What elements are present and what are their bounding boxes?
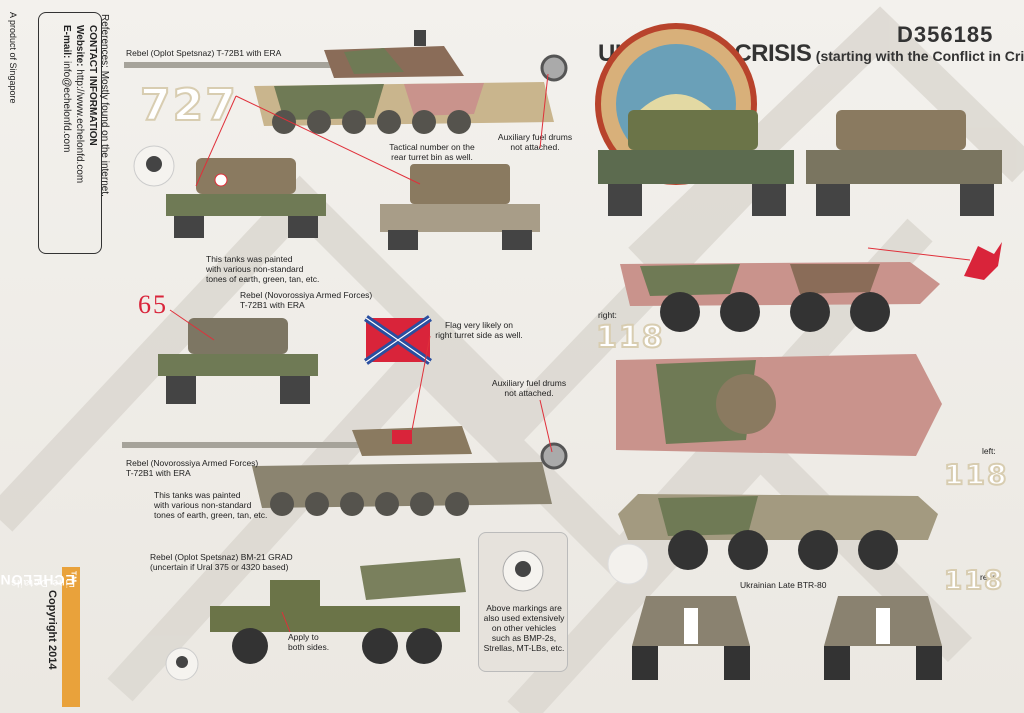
number-118-a: 118 <box>595 319 665 356</box>
t72-novo-side <box>122 426 568 516</box>
btr80-top <box>616 354 942 456</box>
griffin-emblem <box>964 242 1002 280</box>
contact-box: CONTACT INFORMATION Website: http://www.… <box>38 12 102 254</box>
t72-front-green <box>598 110 794 216</box>
skull-emblem <box>133 145 175 187</box>
skull-emblem-3 <box>502 550 544 592</box>
btr-name: Ukrainian Late BTR-80 <box>740 580 827 590</box>
t72-oplot-side <box>124 30 568 134</box>
btr80-right-side <box>620 262 940 332</box>
t72-oplot-rear <box>380 164 540 250</box>
novorossiya-flag <box>364 315 432 365</box>
label-t72-novo-side: Rebel (Novorossiya Armed Forces)T-72B1 w… <box>126 458 259 478</box>
label-rear: rear: <box>980 572 998 582</box>
number-118-b: 118 <box>943 457 1009 492</box>
btr80-left-side <box>618 494 938 570</box>
bm21-grad <box>210 558 466 664</box>
handwritten-65: 65 <box>138 290 168 319</box>
paratrooper-emblem <box>607 543 649 585</box>
number-118-c: 118 <box>943 565 1005 597</box>
number-727: 727 <box>139 79 238 132</box>
t72-oplot-front <box>166 158 326 238</box>
skull-emblem-2 <box>165 647 199 681</box>
label-t72-oplot: Rebel (Oplot Spetsnaz) T-72B1 with ERA <box>126 48 282 58</box>
title-sub: (starting with the Conflict in Crimea) <box>815 48 1024 64</box>
btr80-front <box>632 596 750 680</box>
label-left: left: <box>982 446 996 456</box>
btr80-rear <box>824 596 942 680</box>
label-grad: Rebel (Oplot Spetsnaz) BM-21 GRAD(uncert… <box>150 552 293 572</box>
label-t72-novo-front: Rebel (Novorossiya Armed Forces)T-72B1 w… <box>240 290 373 310</box>
product-code: D356185 <box>897 22 994 47</box>
t72-novo-front <box>158 318 318 404</box>
t72-front-tan <box>806 110 1002 216</box>
label-right: right: <box>598 310 617 320</box>
